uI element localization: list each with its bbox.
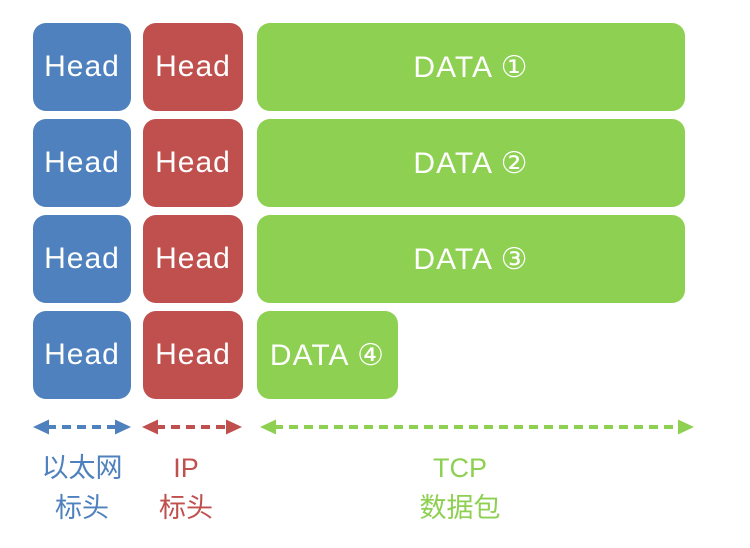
ethernet-legend: 以太网 标头 — [33, 448, 131, 528]
ip-extent-arrow-icon — [142, 417, 242, 437]
ethernet-head-block: Head — [33, 311, 131, 399]
ip-head-block: Head — [143, 311, 243, 399]
ethernet-head-block: Head — [33, 215, 131, 303]
ip-legend: IP 标头 — [136, 448, 236, 528]
tcp-legend-line2: 数据包 — [419, 493, 501, 523]
ip-head-block: Head — [143, 119, 243, 207]
ethernet-head-block: Head — [33, 23, 131, 111]
tcp-legend-line1: TCP — [433, 453, 487, 483]
tcp-data-block: DATA ④ — [257, 311, 398, 399]
ip-head-block: Head — [143, 23, 243, 111]
ethernet-head-block: Head — [33, 119, 131, 207]
ethernet-legend-line1: 以太网 — [41, 453, 123, 483]
ethernet-extent-arrow-icon — [33, 417, 131, 437]
ip-legend-line2: 标头 — [159, 493, 213, 523]
ethernet-legend-line2: 标头 — [55, 493, 109, 523]
ip-legend-line1: IP — [173, 453, 199, 483]
tcp-legend: TCP 数据包 — [260, 448, 660, 528]
tcp-extent-arrow-icon — [260, 417, 694, 437]
ip-head-block: Head — [143, 215, 243, 303]
tcp-data-block: DATA ① — [257, 23, 685, 111]
tcp-data-block: DATA ③ — [257, 215, 685, 303]
tcp-data-block: DATA ② — [257, 119, 685, 207]
